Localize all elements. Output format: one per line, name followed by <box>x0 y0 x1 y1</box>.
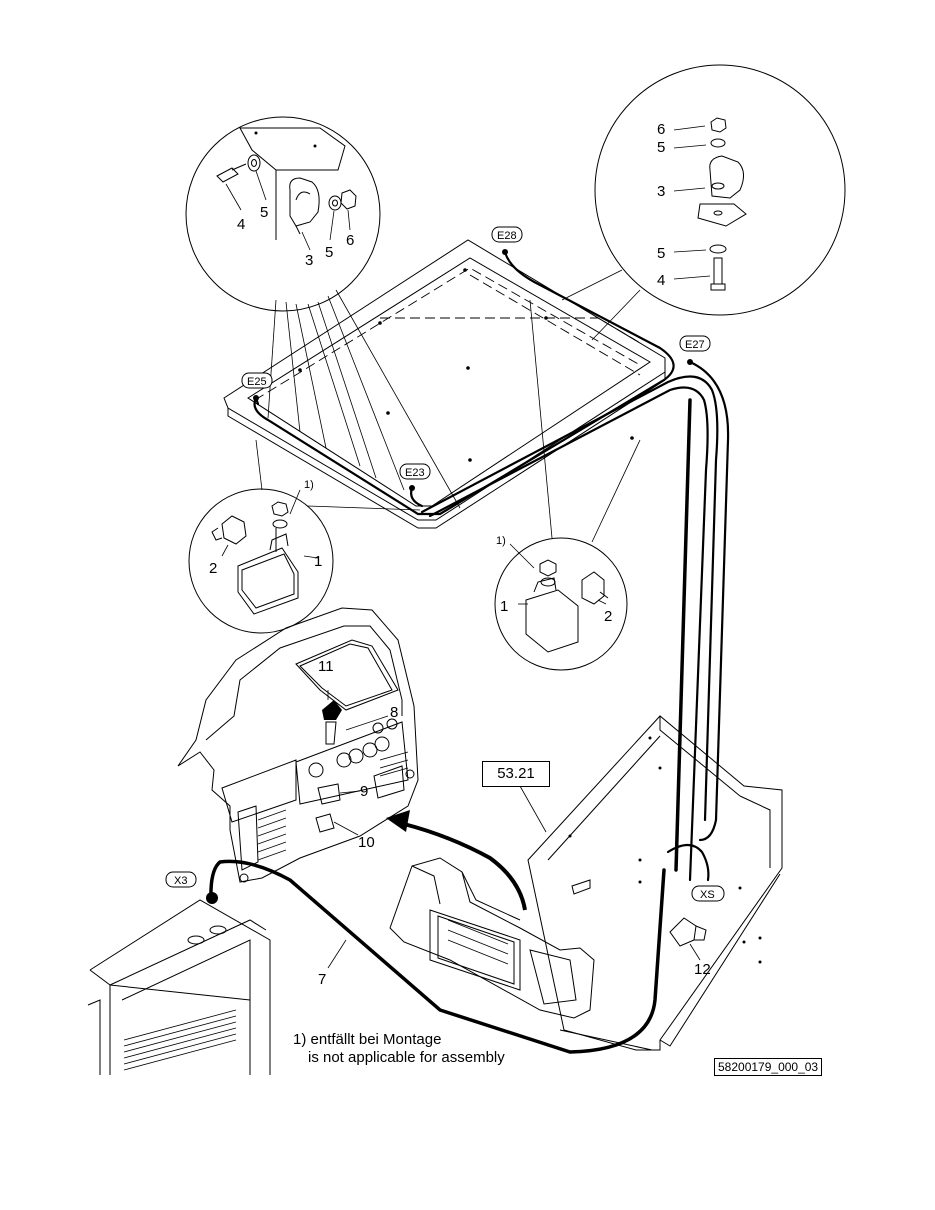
detail-circle-headlamp-right: 1) 1 2 <box>494 535 628 671</box>
direction-arrow <box>386 810 527 911</box>
label-part-8: 8 <box>390 704 398 721</box>
detail-circle-clamp-left: 4 5 3 5 6 <box>185 116 381 312</box>
drawing-number: 58200179_000_03 <box>714 1058 823 1076</box>
connector-x3: X3 <box>165 871 197 888</box>
dashboard-console: 11 8 9 10 <box>177 607 419 883</box>
detail-circle-clamp-left-callouts <box>267 289 461 509</box>
reference-box: 53.21 <box>482 761 550 787</box>
label-part-3: 3 <box>305 252 313 269</box>
label-part-5: 5 <box>657 245 665 262</box>
reference-leaders: 7 <box>318 785 547 988</box>
connector-e28: E28 <box>491 226 523 255</box>
footnote-line-1: 1) entfällt bei Montage <box>293 1031 442 1048</box>
connector-e25: E25 <box>241 372 273 401</box>
detail-circle-clamp-right: 6 5 3 5 4 <box>594 64 846 316</box>
detail-circle-clamp-right-callouts <box>561 269 641 341</box>
label-part-10: 10 <box>358 834 375 851</box>
svg-text:E27: E27 <box>685 339 705 351</box>
svg-text:E28: E28 <box>497 230 517 242</box>
detail-circle-headlamp-right-callouts <box>529 299 641 543</box>
seat-assembly <box>389 857 595 1019</box>
label-part-6: 6 <box>657 121 665 138</box>
roof-panel <box>223 239 666 529</box>
label-part-1: 1 <box>500 598 508 615</box>
label-part-1: 1 <box>314 553 322 570</box>
connector-e23: E23 <box>399 463 431 491</box>
base-frame: 12 <box>527 715 783 1051</box>
svg-text:XS: XS <box>700 889 715 901</box>
label-part-5: 5 <box>657 139 665 156</box>
svg-text:E25: E25 <box>247 376 267 388</box>
label-part-7: 7 <box>318 971 326 988</box>
footnote: 1) entfällt bei Montage is not applicabl… <box>293 1031 505 1067</box>
svg-text:E23: E23 <box>405 467 425 479</box>
connector-e27: E27 <box>679 335 711 365</box>
detail-circle-headlamp-left-callouts <box>255 439 421 511</box>
main-cable <box>209 360 730 1054</box>
label-part-9: 9 <box>360 783 368 800</box>
label-footnote: 1) <box>304 479 314 491</box>
label-part-5: 5 <box>260 204 268 221</box>
label-part-12: 12 <box>694 961 711 978</box>
label-footnote: 1) <box>496 535 506 547</box>
connector-xs: XS <box>691 885 725 902</box>
label-part-6: 6 <box>346 232 354 249</box>
label-part-4: 4 <box>237 216 245 233</box>
label-part-3: 3 <box>657 183 665 200</box>
label-part-2: 2 <box>604 608 612 625</box>
footnote-line-2: is not applicable for assembly <box>308 1049 505 1066</box>
connector-tags: E28 E27 E25 E23 X3 XS <box>165 226 725 902</box>
label-part-4: 4 <box>657 272 665 289</box>
label-part-11: 11 <box>318 658 334 675</box>
detail-circle-headlamp-left: 1) 2 1 <box>188 479 334 634</box>
label-part-5: 5 <box>325 244 333 261</box>
svg-text:X3: X3 <box>174 875 187 887</box>
label-part-2: 2 <box>209 560 217 577</box>
electrical-cabinet <box>87 892 271 1075</box>
